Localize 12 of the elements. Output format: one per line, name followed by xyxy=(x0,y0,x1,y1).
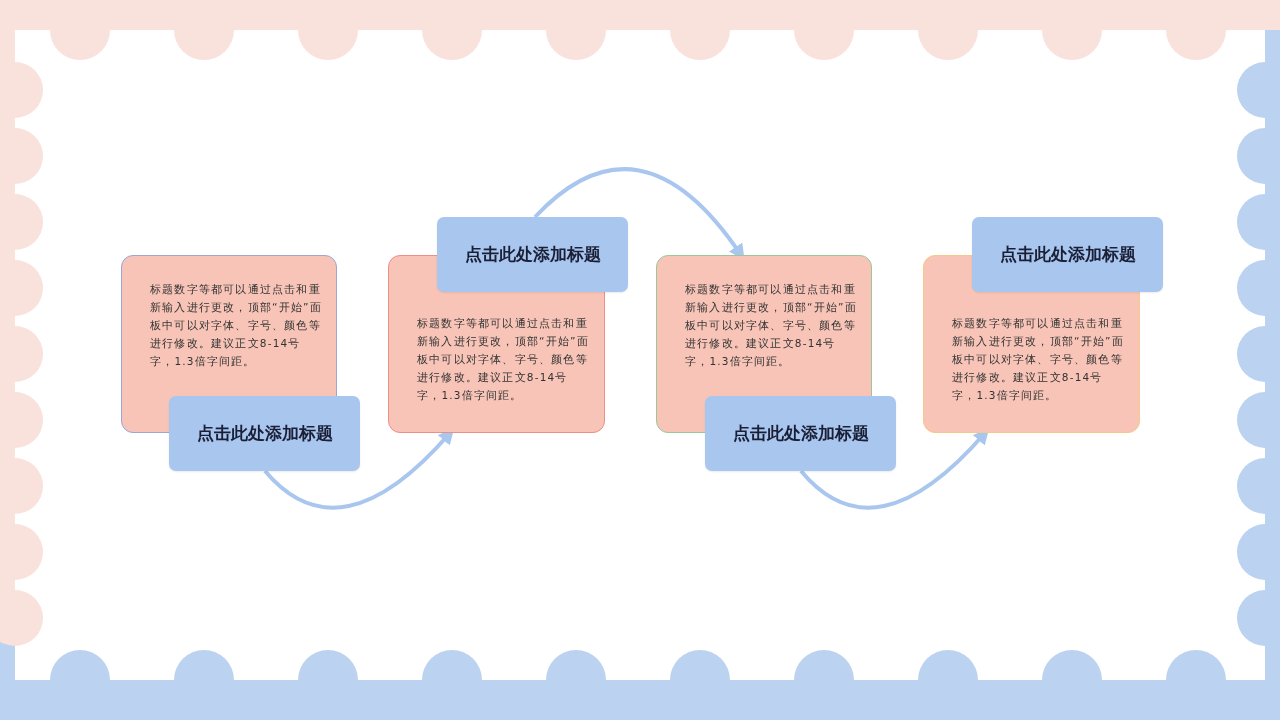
title-text: 点击此处添加标题 xyxy=(732,422,869,445)
body-text: 标题数字等都可以通过点击和重新输入进行更改，顶部“开始”面板中可以对字体、字号、颜色等进行修改。建议正文8-14号字，1.3倍字间距。 xyxy=(417,316,590,403)
title-text: 点击此处添加标题 xyxy=(999,243,1136,266)
body-text: 标题数字等都可以通过点击和重新输入进行更改，顶部“开始”面板中可以对字体、字号、颜色等进行修改。建议正文8-14号字，1.3倍字间距。 xyxy=(685,282,857,369)
body-text: 标题数字等都可以通过点击和重新输入进行更改，顶部“开始”面板中可以对字体、字号、颜色等进行修改。建议正文8-14号字，1.3倍字间距。 xyxy=(952,316,1125,403)
title-box xyxy=(972,217,1163,292)
title-box xyxy=(169,396,360,471)
title-box xyxy=(705,396,896,471)
title-text: 点击此处添加标题 xyxy=(196,422,333,445)
title-text: 点击此处添加标题 xyxy=(464,243,601,266)
body-text: 标题数字等都可以通过点击和重新输入进行更改，顶部“开始”面板中可以对字体、字号、颜色等进行修改。建议正文8-14号字，1.3倍字间距。 xyxy=(150,282,322,369)
title-box xyxy=(437,217,628,292)
